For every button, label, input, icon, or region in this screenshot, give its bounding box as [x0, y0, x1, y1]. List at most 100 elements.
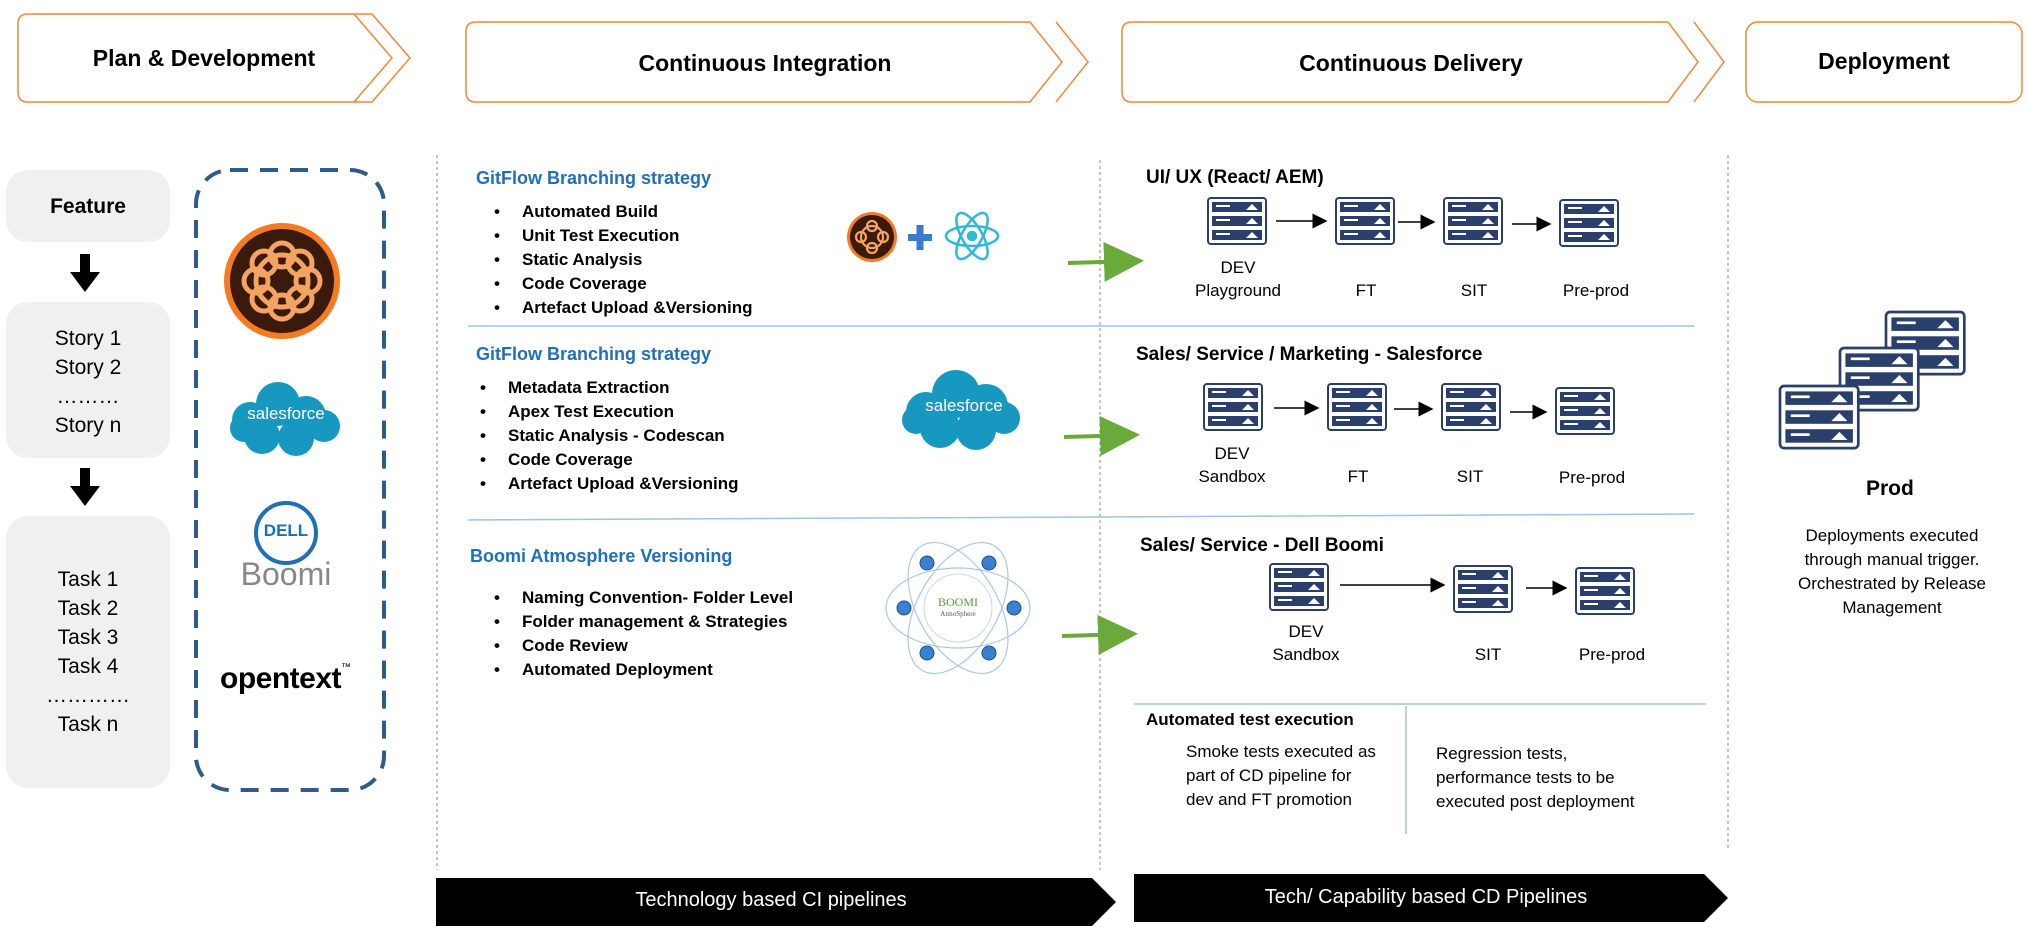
ci-section-1-list: Automated Build Unit Test Execution Stat… — [494, 200, 752, 320]
phase-ci-chevron — [465, 21, 1089, 103]
story-to-task-arrow — [70, 468, 100, 506]
ci-banner-label: Technology based CI pipelines — [635, 889, 907, 911]
phase-deployment-box — [1745, 21, 2023, 103]
env-label: SIT — [1428, 643, 1548, 666]
phase-plan-label: Plan & Development — [92, 45, 316, 71]
list-item: Automated Deployment — [494, 658, 793, 682]
ci-cd-arrow-1 — [1067, 241, 1144, 282]
task-box — [6, 516, 170, 788]
story-list: Story 1 Story 2 ……… Story n — [6, 324, 170, 440]
server-icon — [1207, 197, 1267, 245]
prod-line: through manual trigger. — [1804, 550, 1980, 569]
task-item: Task 3 — [57, 626, 119, 649]
plus-icon — [908, 225, 932, 250]
cd-banner-shape — [1134, 874, 1728, 922]
ci-section-3-list: Naming Convention- Folder Level Folder m… — [494, 586, 793, 682]
env-label: SIT — [1410, 465, 1530, 488]
phase-plan-chevron — [17, 13, 411, 103]
story-item: Story n — [54, 414, 122, 437]
ci-section-2-title: GitFlow Branching strategy — [476, 344, 712, 364]
env-name: Pre-prod — [1578, 645, 1646, 664]
server-icon — [1575, 567, 1635, 615]
task-item: Task 2 — [57, 597, 119, 620]
prod-title: Prod — [1866, 477, 1914, 500]
env-label: FT — [1306, 279, 1426, 302]
testing-left-line: dev and FT promotion — [1186, 790, 1352, 809]
story-item: Story 2 — [54, 356, 122, 379]
list-item: Folder management & Strategies — [494, 610, 793, 634]
env-label: SIT — [1414, 279, 1534, 302]
story-box — [6, 302, 170, 458]
env-name: FT — [1355, 281, 1377, 300]
testing-right-line: performance tests to be — [1436, 768, 1615, 787]
env-name: FT — [1347, 467, 1369, 486]
server-icon — [1559, 199, 1619, 247]
task-item: Task 4 — [57, 655, 119, 678]
env-label: Pre-prod — [1532, 466, 1652, 489]
list-item: Static Analysis - Codescan — [480, 424, 738, 448]
opentext-logo-text: opentext — [220, 662, 342, 695]
list-item: Metadata Extraction — [480, 376, 738, 400]
ci-section-2-list: Metadata Extraction Apex Test Execution … — [480, 376, 738, 496]
ci-cd-arrow-2 — [1063, 415, 1140, 456]
task-item: Task 1 — [57, 568, 119, 591]
list-item: Apex Test Execution — [480, 400, 738, 424]
boomi-atmosphere-subtitle: AtmoSphere — [940, 610, 976, 618]
story-item: Story 1 — [54, 327, 122, 350]
testing-left-line: Smoke tests executed as — [1186, 742, 1376, 761]
boomi-logo-text: Boomi — [240, 556, 332, 592]
env-label: FT — [1298, 465, 1418, 488]
prod-line: Orchestrated by Release — [1797, 574, 1987, 593]
dell-logo-ring — [254, 501, 318, 565]
dell-logo-text: DELL — [263, 521, 309, 540]
server-icon — [1335, 197, 1395, 245]
phase-cd-chevron — [1121, 21, 1725, 103]
feature-to-story-arrow — [70, 254, 100, 292]
section-separator-2 — [467, 513, 1695, 521]
adobe-small-logo — [847, 212, 897, 262]
server-icon — [1453, 565, 1513, 613]
salesforce-ci-cloud — [902, 370, 1020, 450]
feature-box — [6, 170, 170, 242]
server-icon — [1327, 383, 1387, 431]
testing-right-line: executed post deployment — [1436, 792, 1635, 811]
task-item: Task n — [57, 713, 119, 736]
env-name: Pre-prod — [1558, 468, 1626, 487]
list-item: Naming Convention- Folder Level — [494, 586, 793, 610]
ci-banner-shape — [436, 878, 1116, 926]
task-list: Task 1 Task 2 Task 3 Task 4 ………… Task n — [6, 565, 170, 739]
list-item: Code Review — [494, 634, 793, 658]
testing-title: Automated test execution — [1146, 710, 1354, 729]
list-item: Automated Build — [494, 200, 752, 224]
env-name: SIT — [1474, 645, 1502, 664]
ci-section-3-title: Boomi Atmosphere Versioning — [470, 546, 733, 566]
prod-line: Deployments executed — [1805, 526, 1979, 545]
testing-right-line: Regression tests, — [1436, 744, 1568, 763]
react-logo-icon — [944, 211, 1000, 261]
env-subname: Sandbox — [1272, 645, 1340, 664]
trademark-mark: ™ — [341, 662, 351, 673]
testing-left-text: Smoke tests executed as part of CD pipel… — [1186, 740, 1376, 812]
salesforce-logo-text: salesforce — [247, 404, 325, 423]
adobe-aem-logo — [224, 223, 340, 339]
list-item: Code Coverage — [480, 448, 738, 472]
cd-pipeline-2-title: Sales/ Service / Marketing - Salesforce — [1136, 344, 1483, 365]
salesforce-ci-text: salesforce — [925, 396, 1003, 415]
server-icon — [1269, 563, 1329, 611]
env-label: Pre-prod — [1552, 643, 1672, 666]
list-item: Unit Test Execution — [494, 224, 752, 248]
list-item: Artefact Upload &Versioning — [494, 296, 752, 320]
tools-dashed-container — [194, 168, 386, 792]
list-item: Artefact Upload &Versioning — [480, 472, 738, 496]
ci-section-1-title: GitFlow Branching strategy — [476, 168, 712, 188]
env-label: Pre-prod — [1536, 279, 1656, 302]
salesforce-logo-cloud — [230, 382, 340, 456]
opentext-logo: opentext™ — [220, 662, 351, 696]
prod-server-stack — [1778, 310, 1966, 450]
phase-deployment-label: Deployment — [1818, 48, 1950, 74]
boomi-atmosphere-label: BOOMI AtmoSphere — [928, 596, 988, 620]
